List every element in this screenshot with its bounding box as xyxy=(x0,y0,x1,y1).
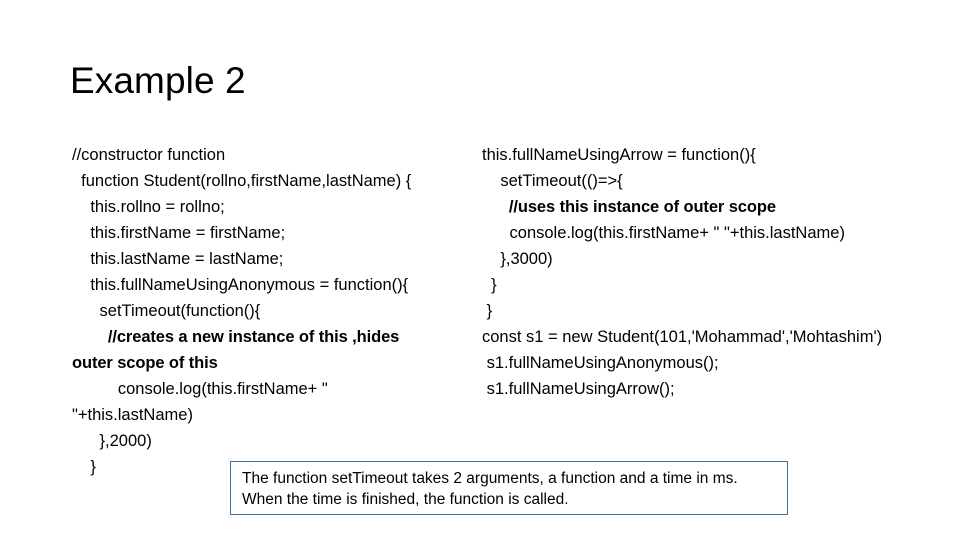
code-line: console.log(this.firstName+ " "+this.las… xyxy=(72,380,333,424)
code-line: function Student(rollno,firstName,lastNa… xyxy=(72,172,412,190)
code-line: } xyxy=(482,302,493,320)
code-line: this.fullNameUsingAnonymous = function()… xyxy=(72,276,409,294)
callout-box: The function setTimeout takes 2 argument… xyxy=(230,461,788,515)
code-line: setTimeout(()=>{ xyxy=(482,172,623,190)
callout-text-line: The function setTimeout takes 2 argument… xyxy=(242,470,738,487)
code-line: this.lastName = lastName; xyxy=(72,250,284,268)
code-line: setTimeout(function(){ xyxy=(72,302,261,320)
code-line: //constructor function xyxy=(72,146,226,164)
code-line: //uses this instance of outer scope xyxy=(482,198,776,216)
callout-text-line: When the time is finished, the function … xyxy=(242,491,569,508)
page-title: Example 2 xyxy=(70,60,246,101)
code-line: this.firstName = firstName; xyxy=(72,224,286,242)
code-line: const s1 = new Student(101,'Mohammad','M… xyxy=(482,328,883,346)
code-line: } xyxy=(72,458,96,476)
code-block-left: //constructor function function Student(… xyxy=(72,142,432,480)
code-line: this.fullNameUsingArrow = function(){ xyxy=(482,146,756,164)
code-line: s1.fullNameUsingArrow(); xyxy=(482,380,675,398)
code-line: //creates a new instance of this ,hides … xyxy=(72,328,404,372)
code-line: } xyxy=(482,276,497,294)
code-block-right: this.fullNameUsingArrow = function(){ se… xyxy=(482,142,934,402)
code-line: console.log(this.firstName+ " "+this.las… xyxy=(482,224,845,242)
code-line: },2000) xyxy=(72,432,152,450)
code-line: this.rollno = rollno; xyxy=(72,198,225,216)
code-line: },3000) xyxy=(482,250,553,268)
code-line: s1.fullNameUsingAnonymous(); xyxy=(482,354,719,372)
